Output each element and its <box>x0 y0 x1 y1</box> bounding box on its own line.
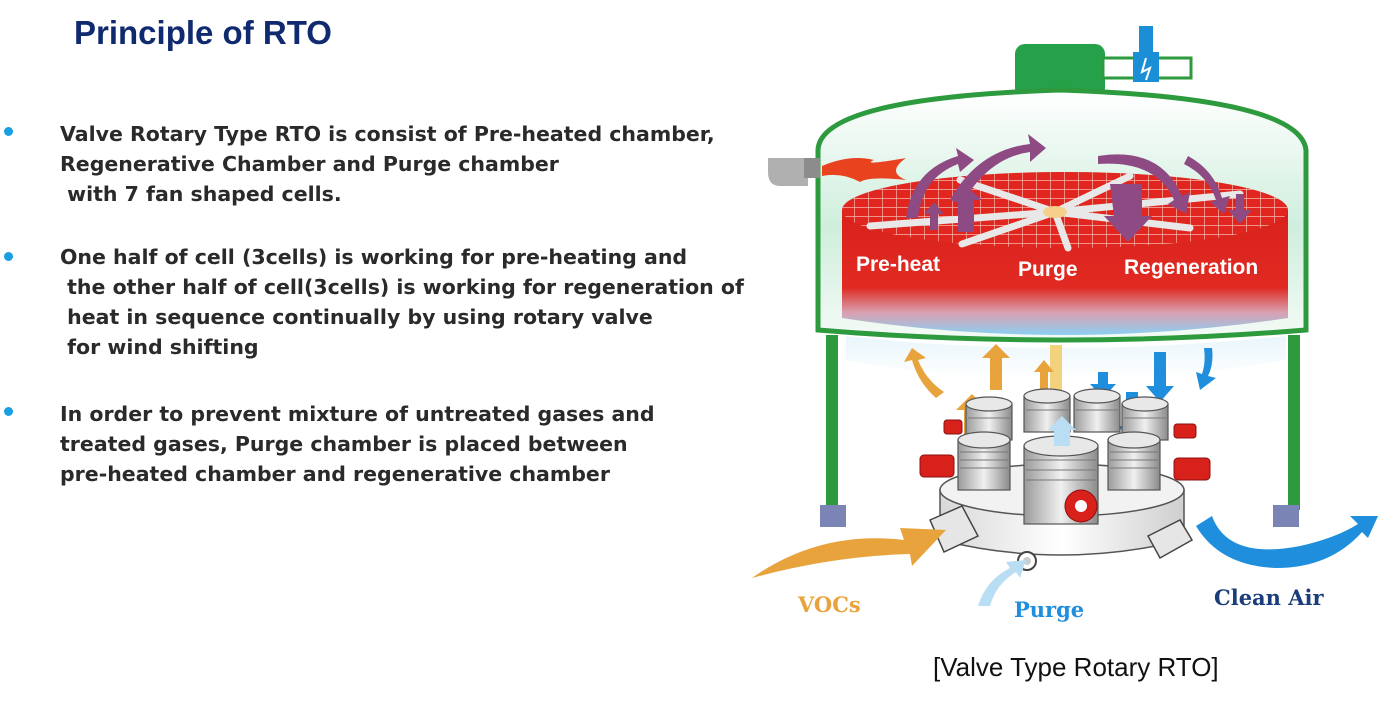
bullet-dot-1 <box>4 127 13 136</box>
bullet-text-2: One half of cell (3cells) is working for… <box>60 245 744 359</box>
purge-inlet-arrow <box>978 560 1026 606</box>
page-title: Principle of RTO <box>74 14 332 51</box>
purge-upflow-arrow <box>1048 416 1076 446</box>
vocs-inlet-arrow <box>752 528 946 578</box>
valve-cells <box>957 388 1169 525</box>
label-purge-inlet: Purge <box>1014 597 1084 622</box>
label-clean-air: Clean Air <box>1214 585 1325 610</box>
label-vocs: VOCs <box>797 592 861 617</box>
lower-chamber <box>846 336 1286 380</box>
label-purge-zone: Purge <box>1018 258 1078 281</box>
bullet-dot-3 <box>4 407 13 416</box>
burner <box>768 158 906 186</box>
valve-actuators <box>919 419 1211 523</box>
diagram-caption: [Valve Type Rotary RTO] <box>933 652 1219 682</box>
bullet-text-1: Valve Rotary Type RTO is consist of Pre-… <box>60 122 715 206</box>
label-regeneration: Regeneration <box>1124 256 1258 279</box>
bullet-dot-2 <box>4 252 13 261</box>
clean-air-outlet-arrow <box>1196 516 1378 568</box>
label-preheat: Pre-heat <box>856 253 940 276</box>
rto-diagram: Pre-heat Purge Regeneration <box>752 26 1378 622</box>
vessel-legs <box>820 335 1300 527</box>
exhaust-stack <box>1015 26 1193 98</box>
bullet-text-3: In order to prevent mixture of untreated… <box>60 402 655 486</box>
internal-flow-arrows <box>906 134 1252 242</box>
